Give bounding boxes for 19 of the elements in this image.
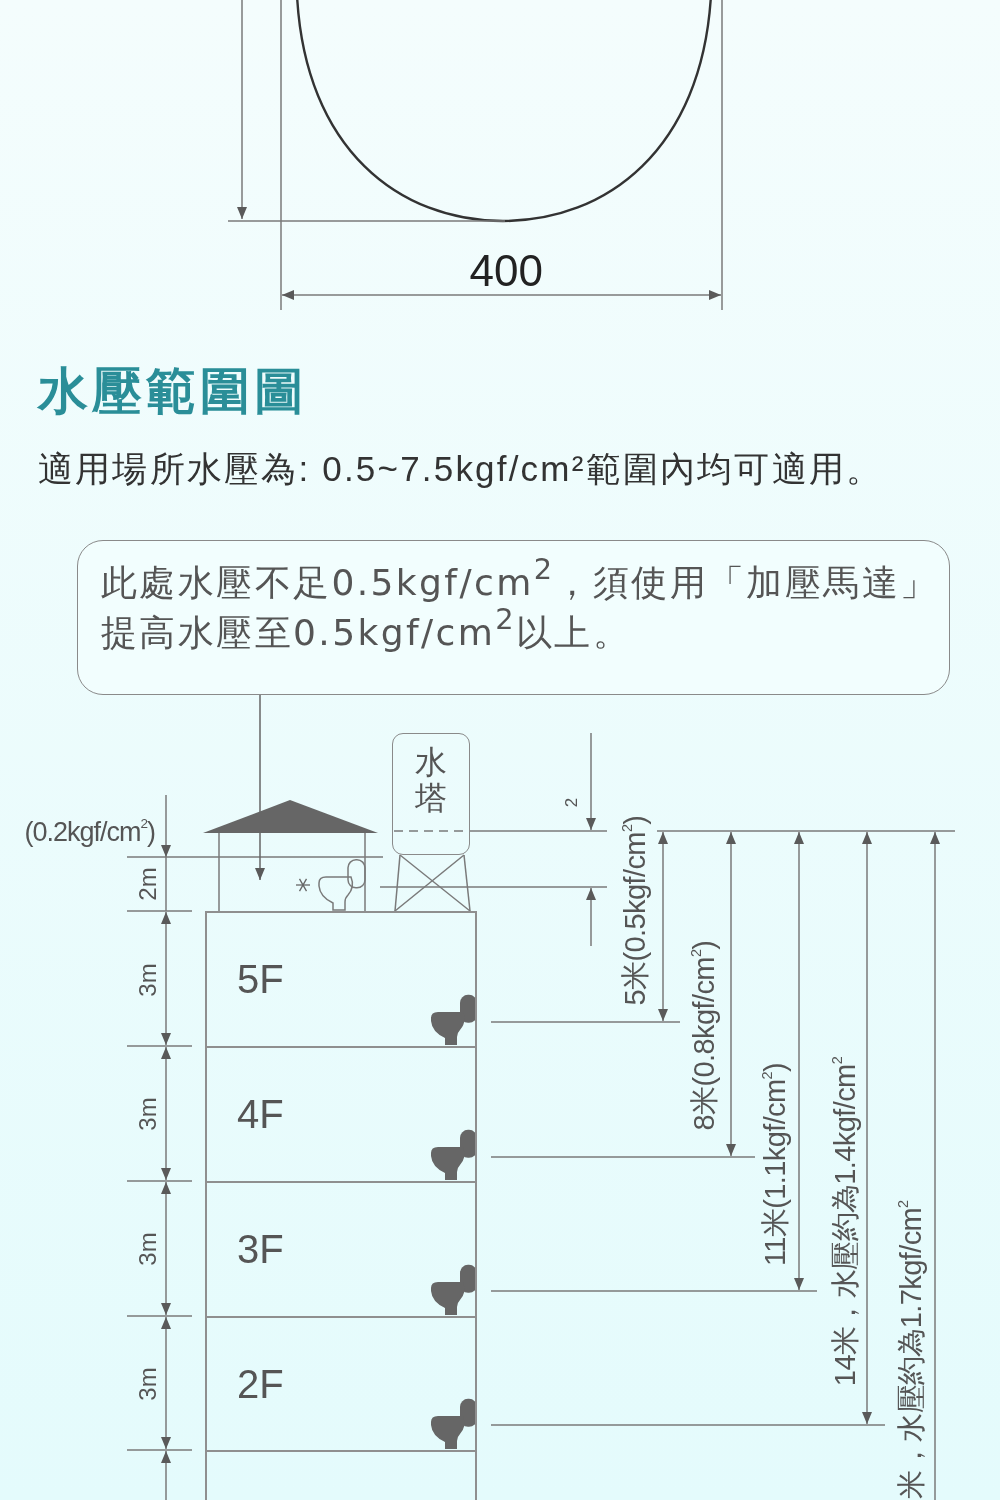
dimension-label: 2m bbox=[135, 867, 160, 901]
water-tank: 水塔 bbox=[392, 733, 470, 855]
dimension-label: 3m bbox=[135, 1097, 160, 1131]
pressure-label: (0.2kgf/cm$^{2}$) bbox=[24, 818, 156, 846]
title: 水壓範圍圖 bbox=[38, 366, 308, 416]
rooftop-room bbox=[203, 800, 378, 911]
floor-box: 4F bbox=[205, 1046, 477, 1183]
floor-box: 2F bbox=[205, 1316, 477, 1452]
dimension-label: 3m bbox=[135, 1367, 160, 1401]
floor-box: 3F bbox=[205, 1181, 477, 1318]
note-text: 適用場所水壓為: 0.5~7.5kgf/cm²範圍內均可適用。 bbox=[38, 450, 884, 486]
floor-box: 5F bbox=[205, 911, 477, 1048]
dimension-label: 2 bbox=[562, 797, 580, 807]
dimension-label: 3m bbox=[135, 963, 160, 997]
arrow bbox=[255, 694, 265, 881]
dimension-label: 3m bbox=[135, 1232, 160, 1266]
callout-box: 此處水壓不足0.5kgf/cm$^{2}$，須使用「加壓馬達」提高水壓至0.5kgf/cm$^{2}$以上。 bbox=[77, 540, 950, 695]
floor-box bbox=[205, 1450, 477, 1500]
dimension-label: 400 bbox=[469, 249, 543, 293]
